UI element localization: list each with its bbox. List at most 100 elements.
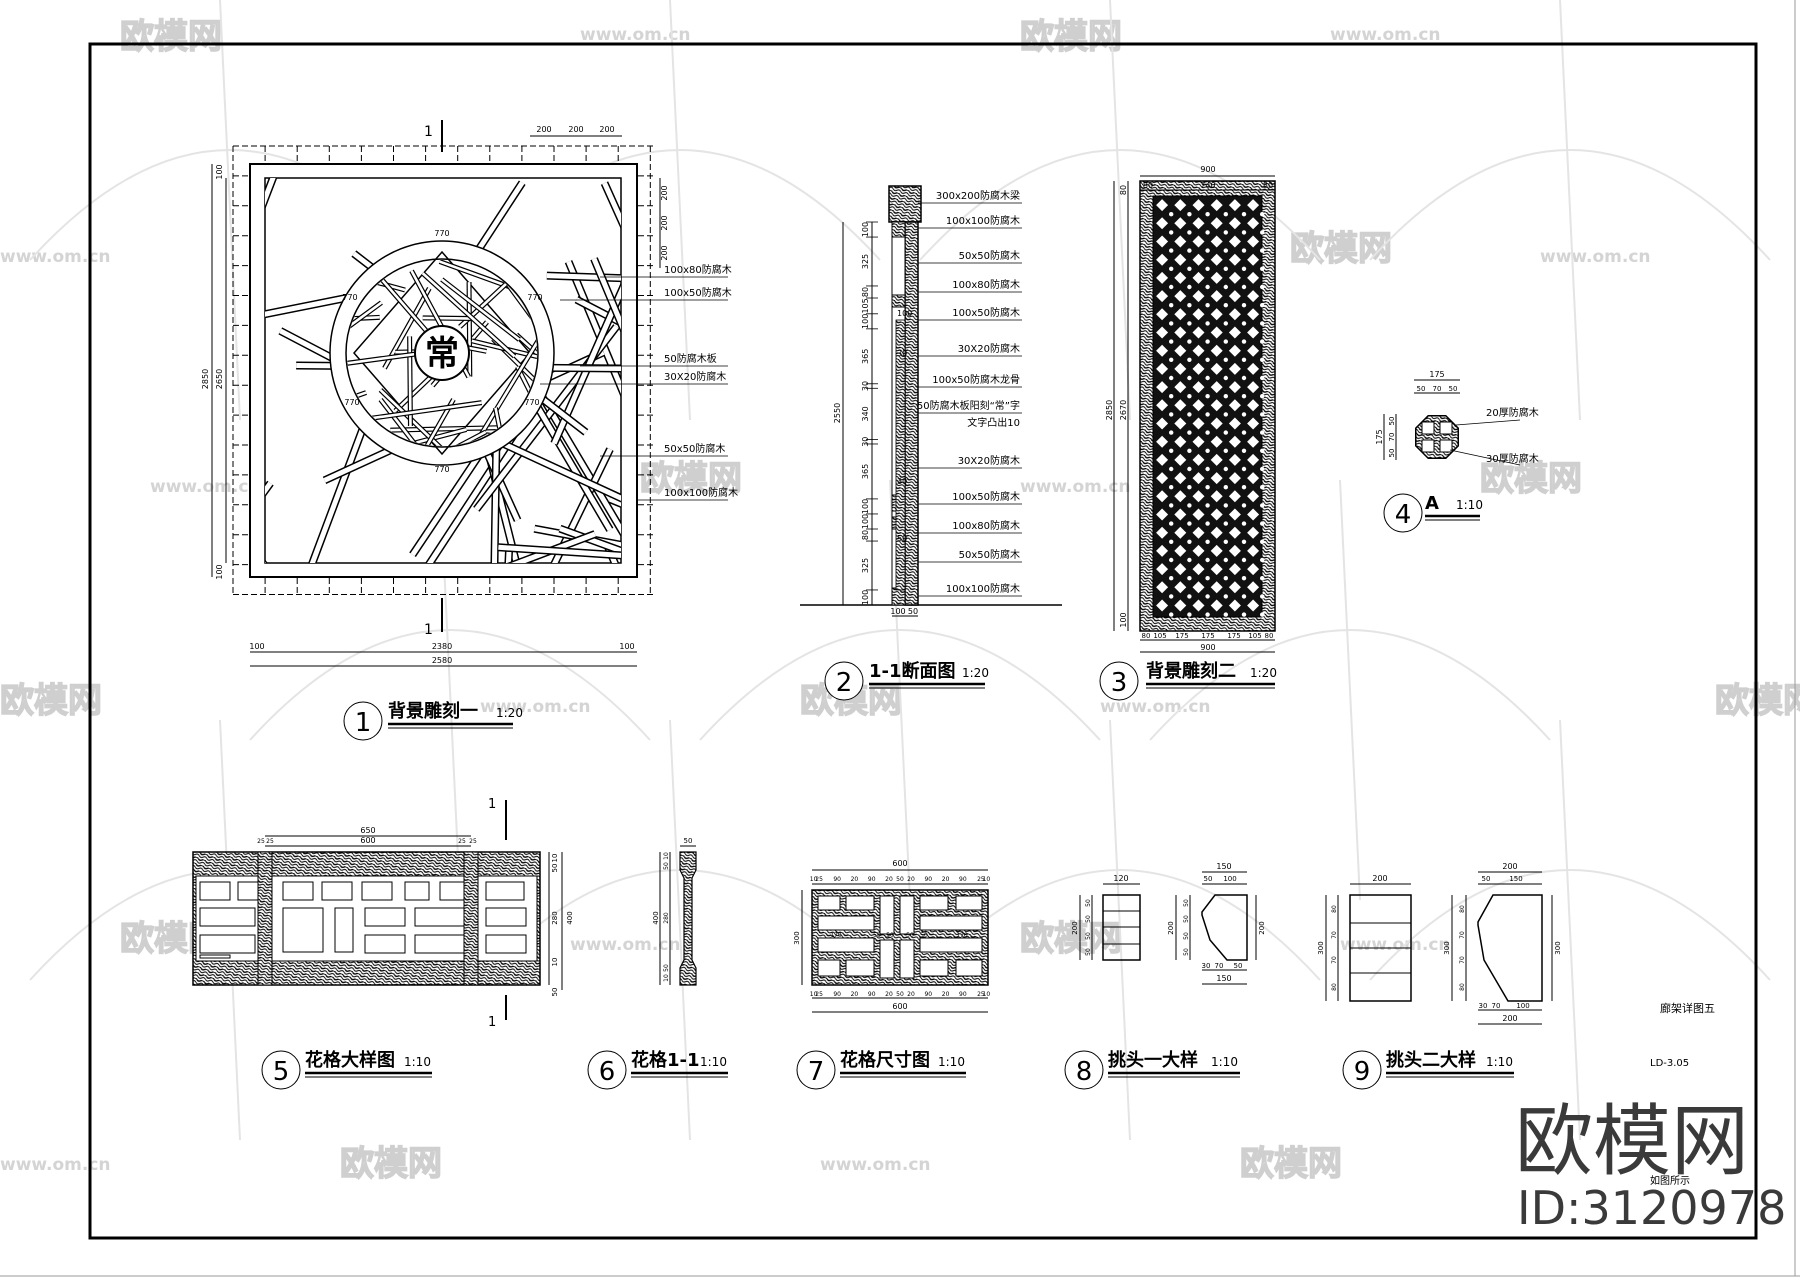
dimension-text: 80 (1263, 181, 1273, 190)
lattice-opening (1156, 199, 1169, 212)
drawing-number: 1 (355, 708, 372, 738)
dimension-text: 70 (1433, 385, 1442, 393)
lattice-opening (1228, 435, 1241, 448)
lattice-dot (1241, 539, 1247, 544)
watermark-url: www.om.cn (0, 1155, 111, 1175)
watermark-url: www.om.cn (0, 247, 111, 267)
crack-bar-inner (566, 260, 621, 394)
dimension-text: 770 (524, 398, 539, 407)
dimension-text: 50 (1183, 948, 1190, 956)
lattice-opening (1174, 544, 1187, 557)
dimension-text: 30 (1479, 1002, 1488, 1010)
lattice-dot (1205, 448, 1210, 453)
lattice-dot (1241, 284, 1247, 290)
drawing-number-circle (587, 1050, 627, 1090)
dimension-text: 30 (861, 381, 870, 391)
dimension-text: 325 (861, 558, 870, 573)
lattice-opening (1156, 344, 1169, 357)
lattice-opening (1174, 199, 1187, 212)
drawing-scale: 1:10 (1211, 1055, 1238, 1069)
lattice-opening (1210, 599, 1223, 612)
dimension-text: 770 (527, 293, 542, 302)
drawing-number: 2 (836, 668, 853, 698)
drawing-scale: 1:10 (1486, 1055, 1513, 1069)
lattice-dot (1205, 266, 1210, 271)
lattice-opening (1247, 308, 1260, 321)
lattice-dot (1169, 539, 1174, 544)
dimension-text: 10 (983, 991, 991, 998)
lattice-dot (1187, 339, 1192, 344)
watermark-url: www.om.cn (580, 25, 691, 45)
star-bar-inner (479, 338, 537, 436)
lattice-opening (1247, 217, 1260, 230)
watermark-url: www.om.cn (1340, 935, 1451, 955)
lattice-dot (1169, 503, 1174, 508)
lattice-opening (817, 915, 875, 931)
lattice-opening (1228, 344, 1241, 357)
dimension-text: 30 (897, 349, 907, 358)
dimension-text: 340 (861, 406, 870, 421)
lattice-dot (1241, 375, 1247, 381)
lattice-dot (1241, 557, 1247, 563)
dimension-text: 740 (1200, 181, 1215, 190)
lattice-dot (1241, 321, 1247, 326)
dimension-text: 300 (1443, 941, 1451, 954)
watermark-url: www.om.cn (820, 1155, 931, 1175)
dimension-text: 70 (1492, 1002, 1501, 1010)
lattice-dot (1223, 230, 1229, 235)
dimension-text: 200 (660, 245, 669, 260)
dimension-text: 175 (1201, 632, 1214, 640)
crack-bar-inner (265, 481, 273, 495)
dimension-text: 90 (868, 876, 876, 883)
material-label: 50防腐木板阳刻“常”字 (917, 399, 1020, 412)
drawing-title: 花格1-1 (631, 1049, 700, 1071)
dimension-text: 10 (983, 876, 991, 883)
lattice-dot (1223, 266, 1229, 271)
lattice-opening (1247, 472, 1260, 485)
lattice-dot (1205, 430, 1210, 435)
dimension-text: 100 (861, 314, 870, 329)
watermark-logo-text: 欧模网 (640, 459, 742, 499)
star-bar-inner (516, 366, 537, 446)
lattice-opening (1192, 290, 1205, 303)
panel-section (895, 319, 906, 591)
dimension-text: 600 (360, 836, 375, 845)
dimension-text: 2550 (833, 403, 842, 423)
dimension-text: 10 (551, 958, 559, 967)
drawing-number: LD-3.05 (1650, 1058, 1689, 1069)
lattice-dot (1241, 412, 1247, 417)
lattice-opening (1156, 417, 1169, 430)
lattice-dot (1223, 576, 1229, 581)
dimension-text: 80 (1265, 632, 1274, 640)
lattice-opening (1228, 199, 1241, 212)
dimension-text: 325 (861, 254, 870, 269)
dimension-text: 100 (215, 564, 224, 579)
lattice-dot (1223, 284, 1229, 290)
lattice-opening (199, 881, 231, 901)
lattice-opening (414, 907, 466, 927)
lattice-opening (1247, 381, 1260, 394)
lattice-opening (955, 959, 983, 977)
lattice-dot (1260, 248, 1265, 253)
dimension-text: 10 (810, 991, 818, 998)
lattice-opening (282, 881, 314, 901)
lattice-dot (1260, 230, 1265, 235)
lattice-opening (1228, 362, 1241, 375)
lattice-dot (1260, 557, 1265, 563)
lattice-opening (1210, 235, 1223, 248)
dimension-text: 20 (907, 991, 915, 998)
dimension-text: 100 (861, 222, 870, 237)
lattice-dot (1241, 521, 1247, 526)
crack-bar-inner (608, 496, 621, 507)
drawing-number: 4 (1395, 500, 1412, 530)
lattice-opening (1247, 326, 1260, 339)
dimension-text: 20 (942, 876, 950, 883)
lattice-opening (1228, 508, 1241, 521)
lattice-opening (1247, 544, 1260, 557)
lattice-opening (1192, 253, 1205, 266)
lattice-dot (1205, 594, 1210, 599)
lattice-dot (1223, 521, 1229, 526)
